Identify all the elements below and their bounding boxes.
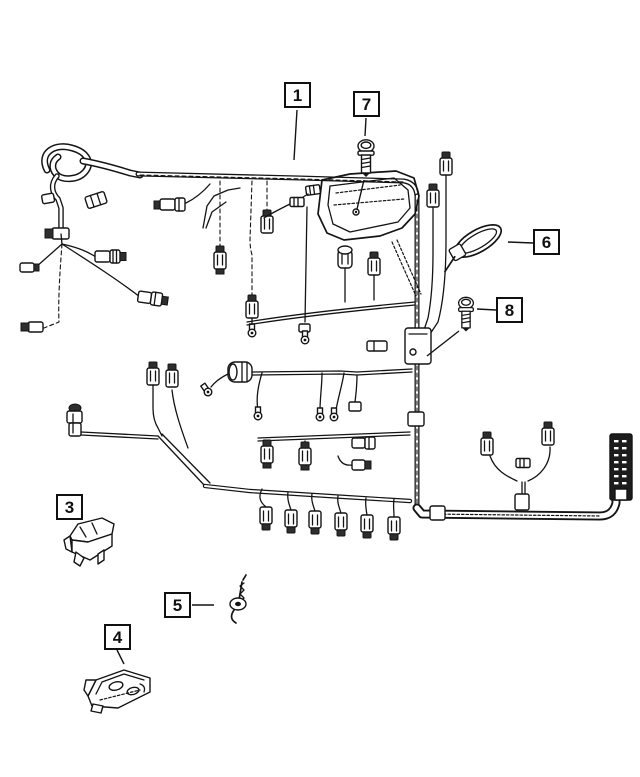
callout-3[interactable]: 3 — [56, 494, 83, 520]
upper-middle-cluster — [153, 180, 416, 345]
callout-1-label: 1 — [292, 85, 303, 105]
callout-leader-lines — [116, 109, 534, 665]
harness-right-trunk — [407, 193, 425, 511]
callout-5-label: 5 — [172, 595, 183, 615]
callout-7-label: 7 — [361, 94, 372, 114]
corrugated-tube-assembly — [41, 143, 144, 240]
mid-cluster — [199, 340, 413, 422]
injector-branch-row — [202, 483, 413, 541]
lower-connector-row — [257, 431, 411, 471]
left-mid-branch — [66, 361, 211, 487]
callout-6-label: 6 — [541, 232, 552, 252]
harness-top-trunk — [135, 171, 420, 199]
sensor-connector — [337, 245, 353, 303]
callout-4[interactable]: 4 — [104, 624, 131, 650]
callout-7[interactable]: 7 — [353, 91, 380, 117]
left-branch-wires — [19, 233, 169, 333]
screw-7-drawing — [357, 139, 375, 178]
conduit-run — [412, 493, 621, 521]
bracket-4-drawing — [83, 669, 151, 714]
cable-tie-drawing — [444, 224, 503, 273]
right-column-connectors — [423, 151, 453, 335]
conduit-branches — [480, 421, 555, 511]
callout-1[interactable]: 1 — [284, 82, 311, 108]
callout-8-label: 8 — [504, 300, 515, 320]
oval-multiway-connector — [210, 361, 253, 388]
harness-mounting-bracket — [404, 327, 432, 365]
callout-4-label: 4 — [112, 627, 123, 647]
callout-3-label: 3 — [64, 497, 75, 517]
screw-8-drawing — [457, 296, 475, 333]
clip-5-drawing — [229, 574, 247, 624]
callout-8[interactable]: 8 — [496, 297, 523, 323]
bracket-3-drawing — [63, 517, 115, 567]
multi-pin-connector — [609, 433, 633, 501]
engine-cover-outline — [202, 170, 422, 297]
callout-6[interactable]: 6 — [533, 229, 560, 255]
elbow-connector — [66, 403, 83, 437]
callout-5[interactable]: 5 — [164, 592, 191, 618]
